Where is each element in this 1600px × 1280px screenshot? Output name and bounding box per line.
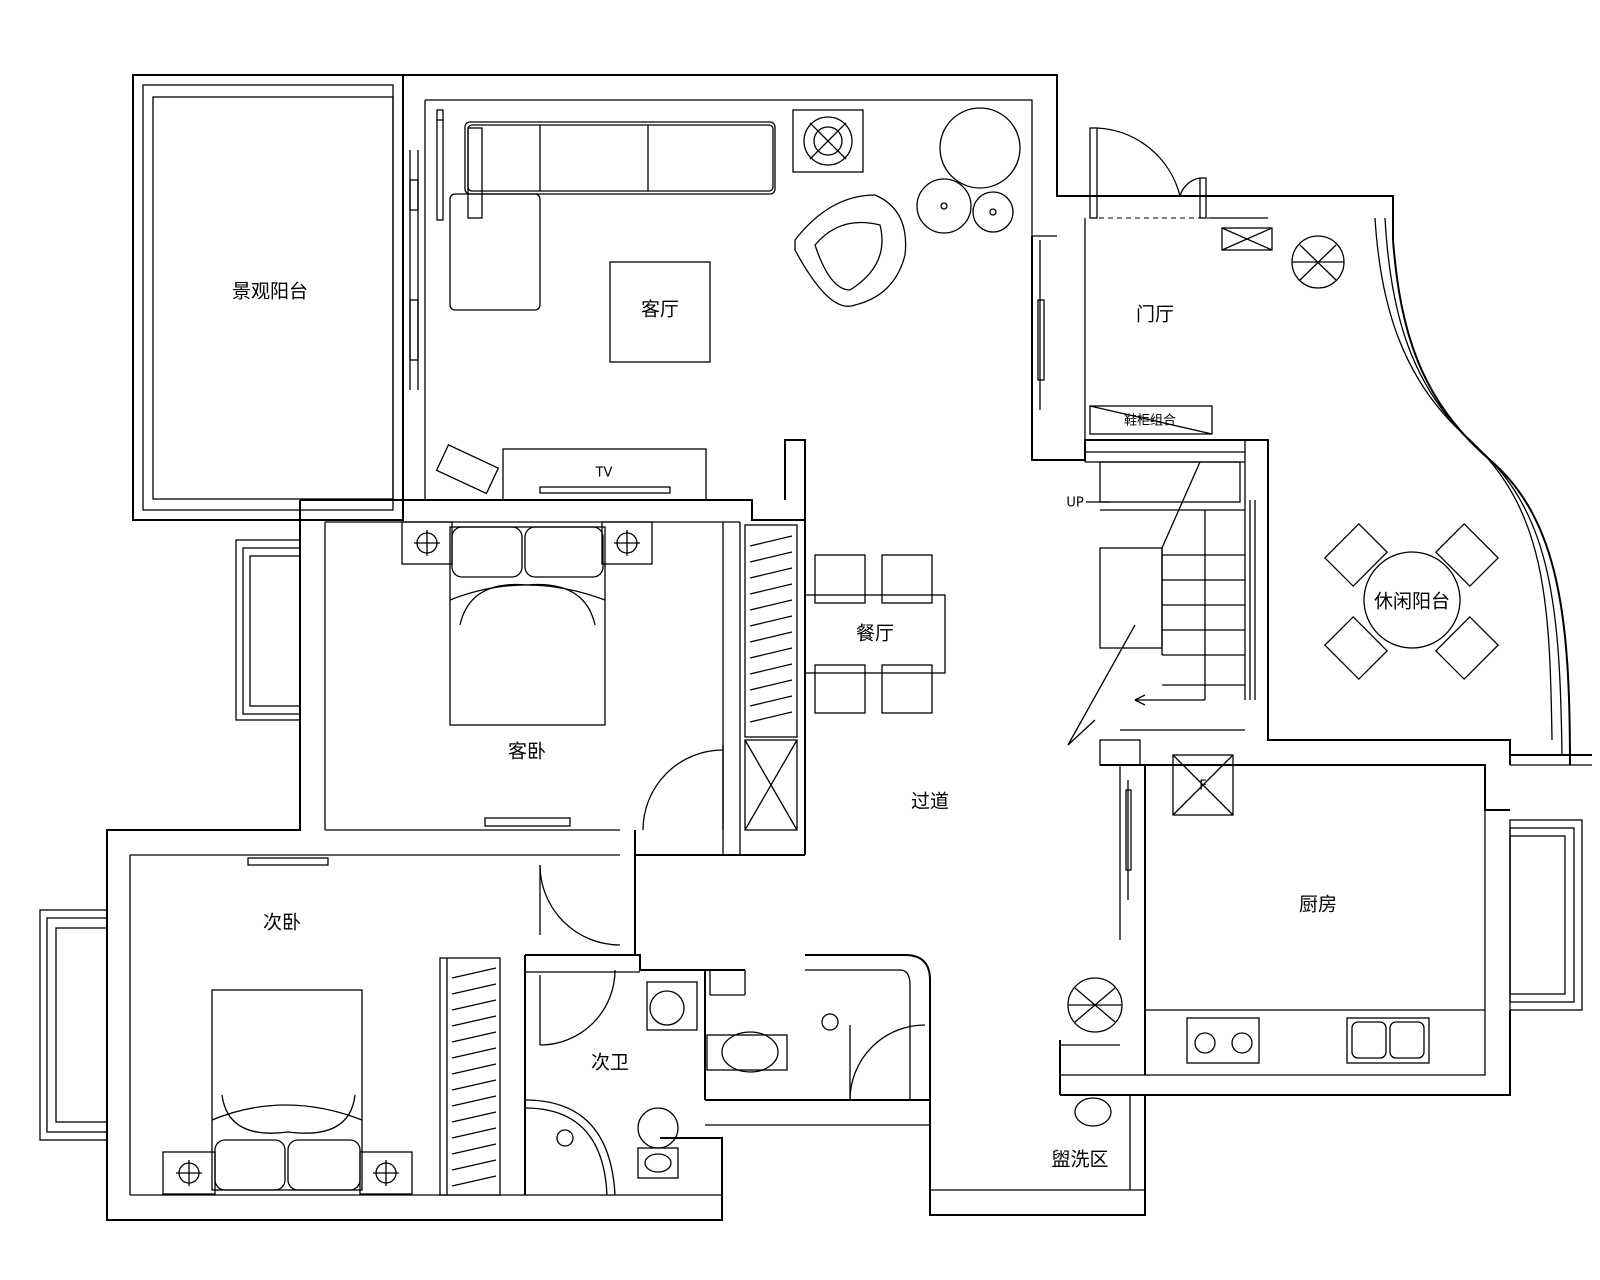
wardrobe-hanger xyxy=(749,695,793,707)
room-labels: 景观阳台 客厅 门厅 休闲阳台 餐厅 客卧 过道 次卧 次卫 厨房 盥洗区 TV… xyxy=(232,281,1450,1171)
wardrobe-hanger xyxy=(749,647,793,659)
corridor-label: 过道 xyxy=(911,791,949,813)
guest-wardrobe-hangers xyxy=(749,535,793,723)
wardrobe-hanger xyxy=(451,1015,497,1027)
guest-bedroom-label: 客卧 xyxy=(508,741,546,763)
kitchen-label: 厨房 xyxy=(1299,894,1337,916)
dining-room-label: 餐厅 xyxy=(856,623,894,645)
wardrobe-hanger xyxy=(749,583,793,595)
second-wardrobe-hangers xyxy=(451,967,497,1187)
wardrobe-hanger xyxy=(451,1127,497,1139)
wash-area-label: 盥洗区 xyxy=(1051,1149,1108,1171)
wardrobe-hanger xyxy=(749,615,793,627)
wardrobe-hanger xyxy=(451,1159,497,1171)
wardrobe-hanger xyxy=(451,1095,497,1107)
wardrobe-hanger xyxy=(749,535,793,547)
wardrobe-hanger xyxy=(451,983,497,995)
walls xyxy=(106,74,1592,1221)
living-room-label: 客厅 xyxy=(641,299,679,321)
wardrobe-hanger xyxy=(749,679,793,691)
wardrobe-hanger xyxy=(451,1079,497,1091)
wardrobe-hanger xyxy=(451,1175,497,1187)
wardrobe-hanger xyxy=(451,967,497,979)
flue-label: F xyxy=(1199,779,1206,794)
view-balcony-label: 景观阳台 xyxy=(232,281,308,303)
wardrobe-hanger xyxy=(451,1143,497,1155)
wardrobe-hanger xyxy=(749,567,793,579)
wardrobe-hanger xyxy=(749,711,793,723)
wardrobe-hanger xyxy=(749,663,793,675)
entrance-hall-label: 门厅 xyxy=(1136,304,1174,326)
shoe-cabinet-label: 鞋柜组合 xyxy=(1124,413,1176,429)
wardrobe-hanger xyxy=(451,1047,497,1059)
wardrobe-hanger xyxy=(451,1111,497,1123)
wardrobe-hanger xyxy=(451,1031,497,1043)
windows xyxy=(39,150,1583,1141)
wardrobe-hanger xyxy=(451,999,497,1011)
up-label: UP xyxy=(1066,496,1084,511)
second-bedroom-label: 次卧 xyxy=(263,912,301,934)
wardrobe-hanger xyxy=(451,1063,497,1075)
second-bathroom-label: 次卫 xyxy=(591,1052,629,1074)
wardrobe-hanger xyxy=(749,551,793,563)
tv-label: TV xyxy=(595,466,613,481)
furniture xyxy=(162,107,1500,1196)
leisure-balcony-label: 休闲阳台 xyxy=(1374,591,1450,613)
stair-treads xyxy=(1100,509,1245,731)
wardrobe-hanger xyxy=(749,631,793,643)
wardrobe-hanger xyxy=(749,599,793,611)
doors xyxy=(524,127,1210,1196)
